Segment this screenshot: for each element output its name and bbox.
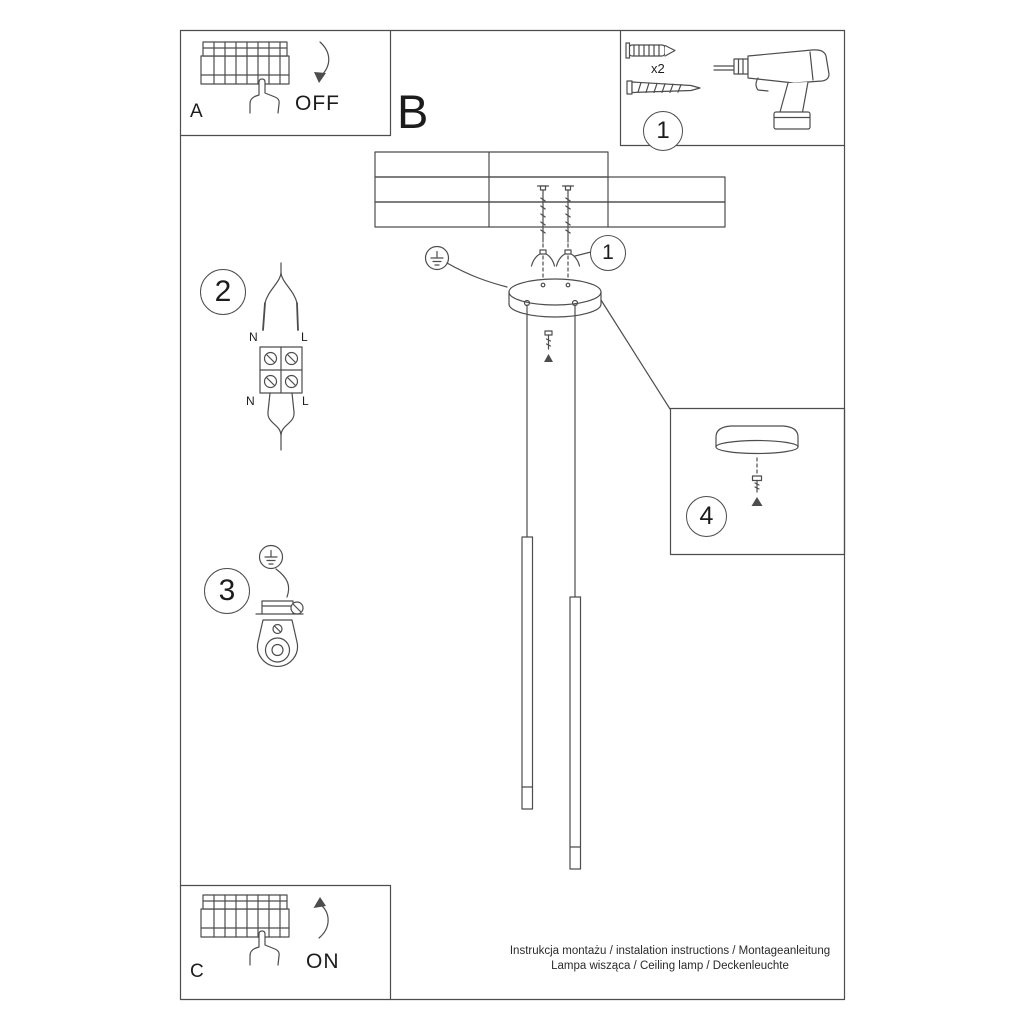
- screw-icon: [626, 80, 701, 95]
- step-1-callout: 1: [590, 235, 626, 271]
- circuit-breaker-icon: [200, 894, 290, 938]
- terminal-n-bottom-label: N: [246, 394, 255, 408]
- canopy-top-view: [508, 278, 602, 318]
- pendant-tube-2: [569, 596, 582, 870]
- circuit-breaker-icon: [200, 41, 290, 85]
- section-a-label: A: [190, 101, 203, 122]
- pendant-tube-1: [521, 536, 534, 810]
- step-c-breaker-on: [200, 894, 329, 966]
- terminal-l-top-label: L: [301, 330, 308, 344]
- step-4-badge: 4: [686, 496, 727, 537]
- drill-icon: [713, 49, 830, 130]
- step-a-breaker-off: [200, 41, 330, 114]
- step-2-badge: 2: [200, 269, 246, 315]
- step1-tools: [625, 42, 830, 130]
- off-arrow-icon: [319, 41, 330, 77]
- strain-relief-plate-icon: [256, 619, 299, 668]
- step-3-badge: 3: [204, 568, 250, 614]
- terminal-n-top-label: N: [249, 330, 258, 344]
- on-label: ON: [306, 950, 340, 973]
- cable-clamp-icon: [255, 600, 304, 615]
- section-c-label: C: [190, 961, 204, 982]
- canopy-screw-icon: [544, 330, 553, 362]
- ground-clamp-diagram: [255, 544, 304, 668]
- footer-line-1: Instrukcja montażu / instalation instruc…: [509, 945, 831, 957]
- canopy-side-detail: [715, 425, 799, 506]
- ground-symbol-main: [424, 245, 508, 288]
- detail-leader-line: [600, 299, 671, 410]
- wall-plug-icon: [625, 42, 676, 59]
- terminal-l-bottom-label: L: [302, 394, 309, 408]
- screw-quantity-label: x2: [651, 61, 665, 76]
- step-1-badge: 1: [643, 111, 683, 151]
- off-label: OFF: [295, 92, 340, 115]
- on-arrow-icon: [318, 903, 329, 939]
- wiring-diagram: [259, 262, 303, 451]
- footer-caption: Instrukcja montażu / instalation instruc…: [480, 944, 860, 974]
- section-b-label: B: [397, 85, 430, 138]
- mounting-screws: [530, 185, 592, 282]
- panel-borders: [179, 29, 846, 1001]
- ceiling-grid: [374, 151, 726, 228]
- footer-line-2: Lampa wisząca / Ceiling lamp / Deckenleu…: [551, 960, 789, 972]
- pendant-cables: [521, 304, 582, 870]
